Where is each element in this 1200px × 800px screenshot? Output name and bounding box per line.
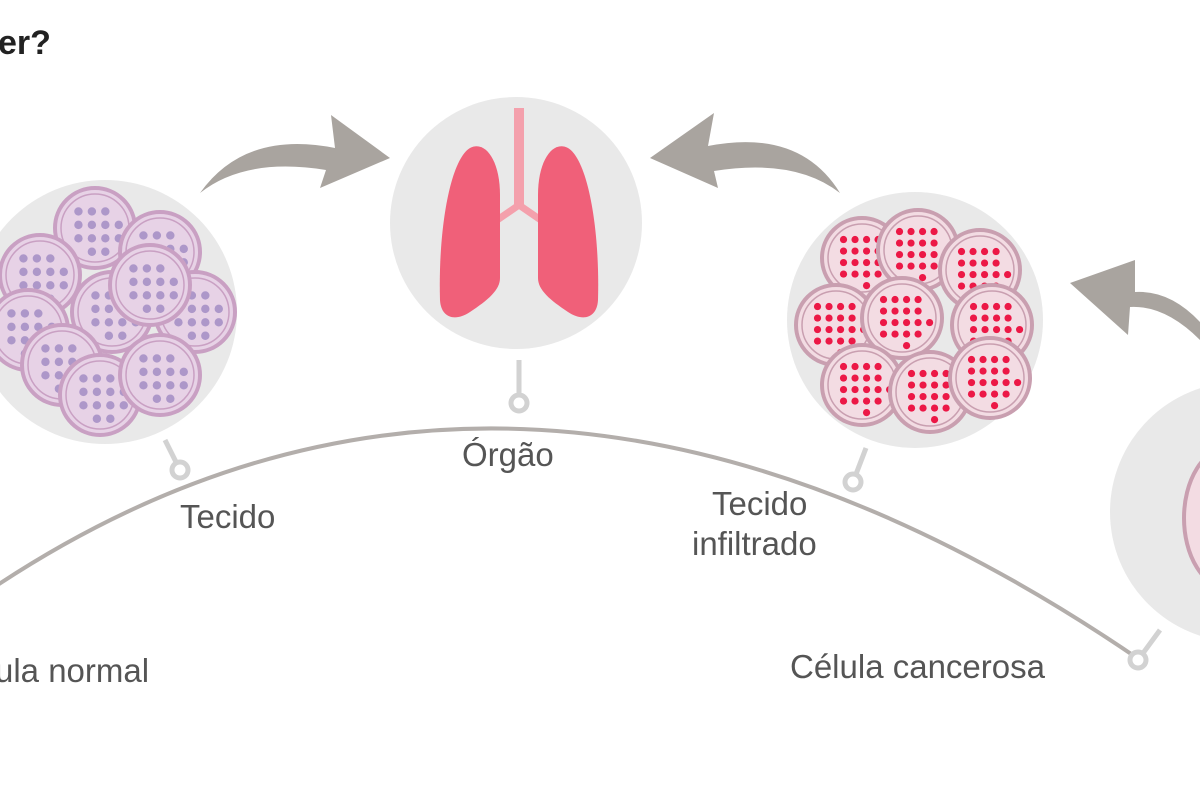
- cancer-cell-circle: [1110, 388, 1200, 636]
- arrow-infiltrated-to-organ: [650, 113, 840, 193]
- lungs-icon: [439, 108, 599, 318]
- label-tissue: Tecido: [180, 498, 275, 535]
- label-normal-cell: ula normal: [0, 652, 149, 689]
- label-infiltrated-line1: Tecido: [712, 485, 807, 522]
- diagram-title: er?: [0, 24, 51, 62]
- cancer-cell: [948, 336, 1032, 420]
- connector-tissue: [162, 438, 191, 481]
- normal-cell: [108, 243, 192, 327]
- cancer-cells-cluster: [794, 208, 1034, 434]
- arrow-tissue-to-organ: [200, 115, 390, 193]
- normal-cells-cluster: [0, 186, 237, 437]
- connector-cancer-cell: [1127, 628, 1163, 671]
- label-infiltrated-line2: infiltrado: [692, 525, 817, 562]
- connector-infiltrated: [842, 447, 869, 493]
- label-organ: Órgão: [462, 436, 554, 473]
- cancer-cell: [860, 276, 944, 360]
- connector-organ: [508, 360, 530, 414]
- label-cancer-cell: Célula cancerosa: [790, 648, 1046, 685]
- arrow-cancer-to-infiltrated: [1070, 260, 1200, 340]
- normal-cell: [118, 333, 202, 417]
- progression-arc: [0, 426, 1142, 662]
